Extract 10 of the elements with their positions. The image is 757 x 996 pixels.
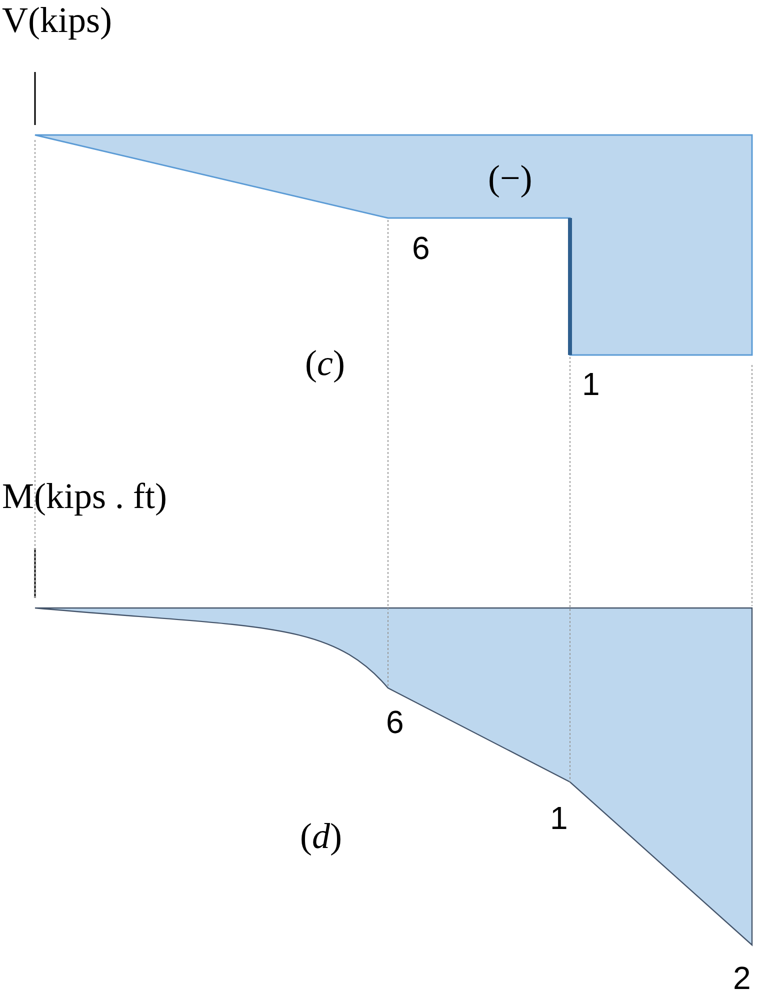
panel-label: (c)	[305, 345, 345, 381]
panel-label: (d)	[300, 818, 342, 854]
value-label: 1	[550, 802, 568, 834]
axis-label: M(kips . ft)	[2, 478, 167, 514]
value-label: 2	[733, 962, 751, 994]
value-label: 6	[386, 706, 404, 738]
value-label: 1	[582, 368, 600, 400]
sign-label: (−)	[488, 160, 532, 196]
value-label: 6	[412, 232, 430, 264]
axis-label: V(kips)	[2, 2, 112, 38]
